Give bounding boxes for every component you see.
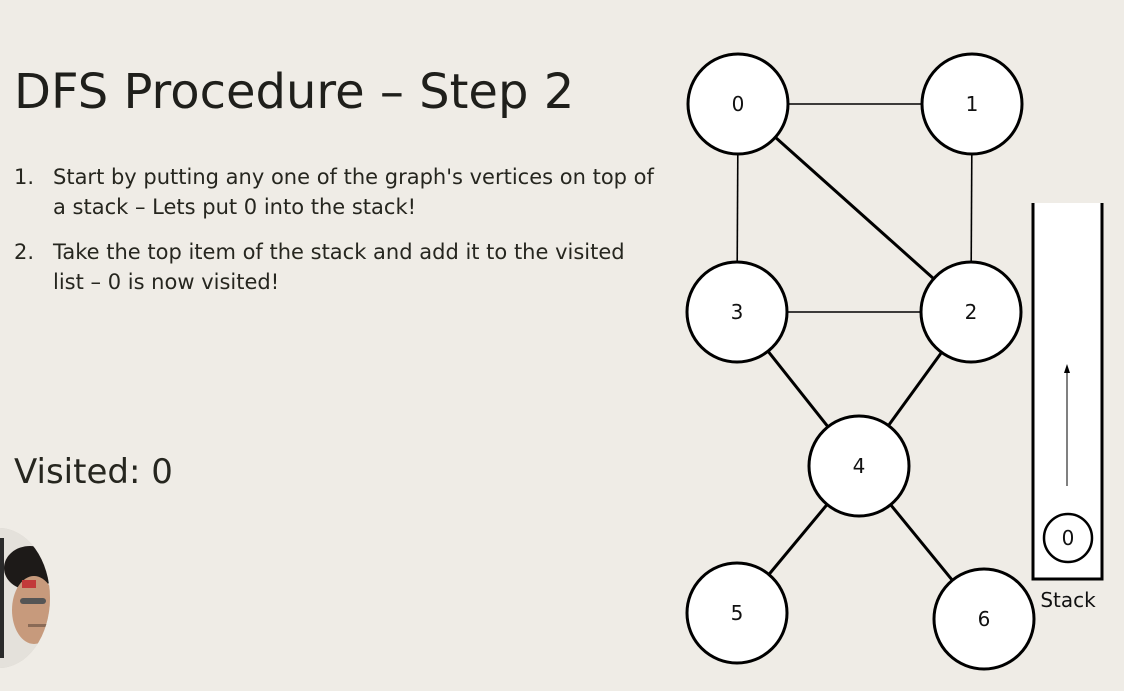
step-text: Start by putting any one of the graph's … <box>53 165 654 219</box>
edge-2-4 <box>887 351 943 427</box>
node-0: 0 <box>686 52 790 156</box>
visited-list: Visited: 0 <box>14 452 173 492</box>
node-label: 3 <box>731 300 744 324</box>
edge-0-3 <box>736 153 739 263</box>
edge-4-6 <box>889 503 954 582</box>
steps-list: 1. Start by putting any one of the graph… <box>14 162 654 312</box>
node-circle <box>685 260 789 364</box>
node-circle <box>686 52 790 156</box>
stack-container: 0 Stack <box>1031 203 1104 612</box>
edge-1-2 <box>970 153 973 263</box>
node-label: 0 <box>732 92 745 116</box>
node-circle <box>685 561 789 665</box>
node-label: 6 <box>978 607 991 631</box>
node-6: 6 <box>932 567 1036 671</box>
slide-title: DFS Procedure – Step 2 <box>14 64 575 120</box>
graph-nodes: 0 1 2 3 4 5 6 <box>685 52 1036 671</box>
push-arrow-head-icon <box>1064 364 1070 373</box>
node-3: 3 <box>685 260 789 364</box>
node-label: 5 <box>731 601 744 625</box>
node-5: 5 <box>685 561 789 665</box>
node-2: 2 <box>919 260 1023 364</box>
node-label: 2 <box>965 300 978 324</box>
edge-3-4 <box>766 350 830 428</box>
node-4: 4 <box>807 414 911 518</box>
edge-4-5 <box>767 503 829 576</box>
node-1: 1 <box>920 52 1024 156</box>
stack-item: 0 <box>1042 512 1094 564</box>
stack-items: 0 <box>1042 512 1094 564</box>
stack-item-circle <box>1042 512 1094 564</box>
graph-edges <box>736 103 973 582</box>
node-label: 1 <box>966 92 979 116</box>
node-circle <box>919 260 1023 364</box>
stack-item-label: 0 <box>1062 526 1075 550</box>
node-circle <box>932 567 1036 671</box>
edge-0-2 <box>774 136 935 280</box>
step-item: 1. Start by putting any one of the graph… <box>14 162 654 222</box>
node-circle <box>807 414 911 518</box>
node-label: 4 <box>853 454 866 478</box>
step-text: Take the top item of the stack and add i… <box>53 240 625 294</box>
step-number: 2. <box>14 240 35 264</box>
step-item: 2. Take the top item of the stack and ad… <box>14 237 654 297</box>
step-number: 1. <box>14 165 35 189</box>
node-circle <box>920 52 1024 156</box>
stack-label: Stack <box>1040 588 1096 612</box>
